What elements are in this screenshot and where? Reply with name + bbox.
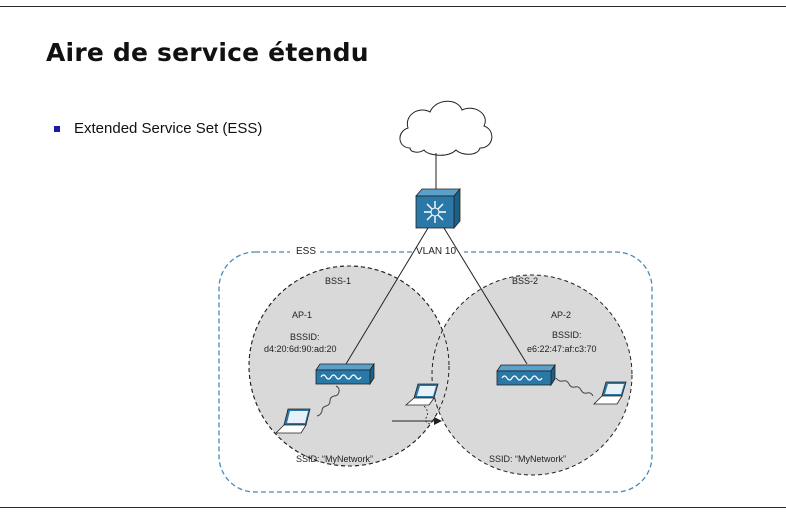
- ap1-name: AP-1: [292, 310, 312, 320]
- access-point-2-icon: [496, 363, 556, 387]
- top-rule: [0, 6, 786, 7]
- wireless-link-2: [555, 377, 594, 397]
- ess-label: ESS: [296, 246, 316, 257]
- ap1-bssid-label: BSSID:: [290, 332, 320, 342]
- vlan-label: VLAN 10: [416, 246, 456, 257]
- bullet-item: Extended Service Set (ESS): [54, 120, 262, 137]
- bss2-label: BSS-2: [512, 276, 538, 286]
- bullet-square-icon: [54, 125, 60, 132]
- bss1-ssid: SSID: “MyNetwork”: [296, 454, 373, 464]
- bullet-text: Extended Service Set (ESS): [74, 120, 263, 137]
- access-point-1-icon: [315, 362, 375, 386]
- wireless-link-1: [316, 385, 340, 417]
- bss1-label: BSS-1: [325, 276, 351, 286]
- ap2-bssid-label: BSSID:: [552, 330, 582, 340]
- ap2-uplink: [443, 227, 528, 365]
- laptop-2-icon: [593, 381, 627, 405]
- switch-icon: [415, 187, 461, 230]
- ap2-name: AP-2: [551, 310, 571, 320]
- laptop-roaming-icon: [404, 383, 439, 406]
- ap2-bssid: e6:22:47:af:c3:70: [527, 344, 597, 354]
- cloud-icon: [399, 100, 493, 156]
- slide-title: Aire de service étendu: [46, 38, 369, 67]
- bottom-rule: [0, 507, 786, 508]
- laptop-1-icon: [275, 408, 311, 434]
- ap1-uplink: [345, 227, 429, 365]
- ap1-bssid: d4:20:6d:90:ad:20: [264, 344, 337, 354]
- bss2-ssid: SSID: “MyNetwork”: [489, 454, 566, 464]
